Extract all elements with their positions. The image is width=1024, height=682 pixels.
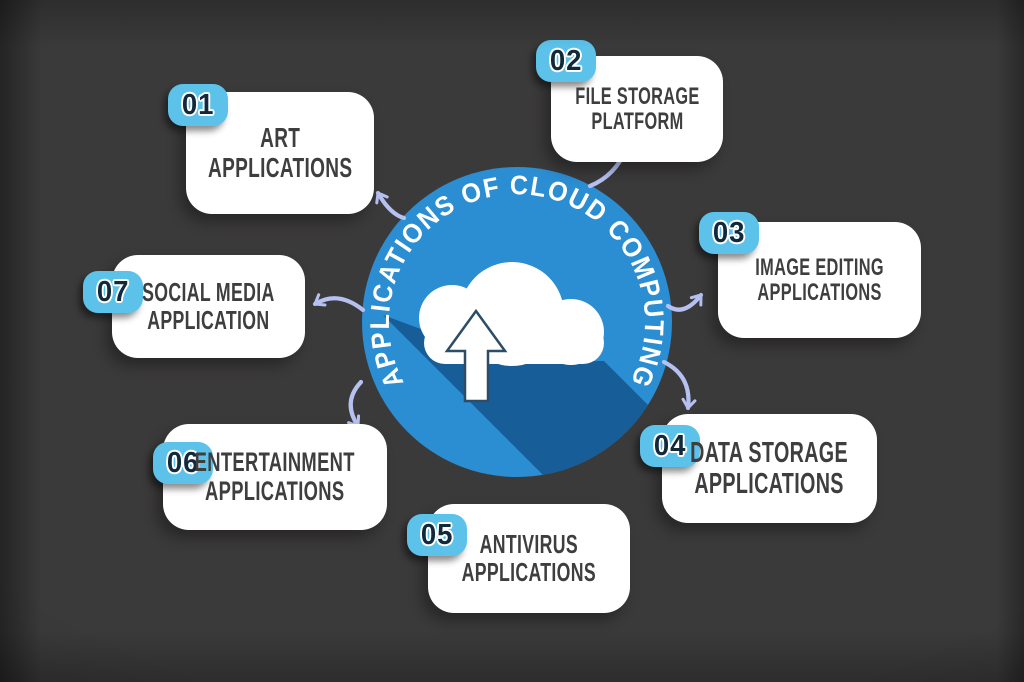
item-card-03: 03 IMAGE EDITING APPLICATIONS [699, 212, 921, 338]
item-title: DATA STORAGE APPLICATIONS [690, 436, 849, 500]
item-number-badge: 07 [83, 271, 143, 313]
item-number: 03 [712, 216, 746, 249]
item-title: FILE STORAGE PLATFORM [574, 82, 700, 135]
item-title: ENTERTAINMENT APPLICATIONS [194, 447, 356, 506]
connector-arrow-01 [375, 190, 407, 221]
connector-arrow-07 [312, 293, 366, 313]
item-card-01: 01 ART APPLICATIONS [168, 84, 374, 214]
connector-arrow-06 [347, 379, 364, 429]
item-card-06: 06 ENTERTAINMENT APPLICATIONS [153, 424, 387, 530]
item-number-badge: 06 [153, 442, 213, 484]
item-number: 01 [181, 88, 215, 121]
item-card-07: 07 SOCIAL MEDIA APPLICATION [83, 255, 305, 358]
cloud-upload-icon [419, 262, 604, 403]
item-card-02: 02 FILE STORAGE PLATFORM [536, 40, 723, 162]
item-number: 02 [549, 44, 583, 77]
upload-arrow-icon [444, 308, 508, 403]
item-number: 06 [166, 446, 200, 479]
item-title: ANTIVIRUS APPLICATIONS [461, 528, 597, 587]
item-number-badge: 02 [536, 40, 596, 82]
item-card-05: 05 ANTIVIRUS APPLICATIONS [407, 504, 630, 613]
connector-arrow-03 [665, 292, 704, 312]
item-title: IMAGE EDITING APPLICATIONS [755, 253, 884, 306]
item-number: 04 [653, 429, 687, 462]
item-number-badge: 03 [699, 212, 759, 254]
connector-arrow-04 [661, 359, 697, 411]
item-title: ART APPLICATIONS [207, 122, 353, 183]
item-number-badge: 01 [168, 84, 228, 126]
item-number: 07 [96, 275, 130, 308]
item-title: SOCIAL MEDIA APPLICATION [142, 276, 275, 335]
item-card-04: 04 DATA STORAGE APPLICATIONS [640, 414, 877, 523]
item-number-badge: 05 [407, 514, 467, 556]
item-number-badge: 04 [640, 425, 700, 467]
item-number: 05 [420, 518, 454, 551]
